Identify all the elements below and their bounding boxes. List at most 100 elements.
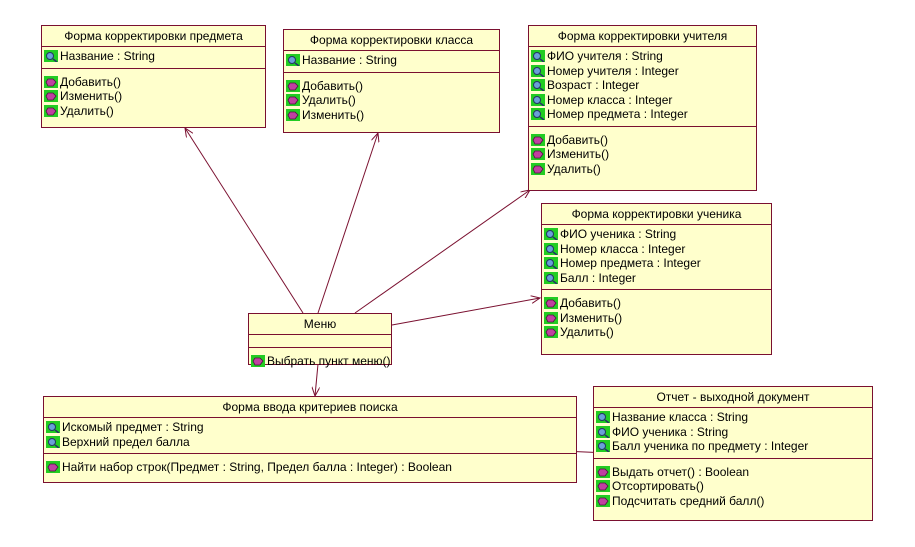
operation-row: Изменить() — [44, 89, 265, 104]
operation-row: Изменить() — [286, 108, 499, 123]
operations-compartment: Найти набор строк(Предмет : String, Пред… — [44, 454, 576, 479]
attribute-row: Номер предмета : Integer — [531, 107, 756, 122]
attribute-row: ФИО учителя : String — [531, 49, 756, 64]
attribute-label: Номер предмета : Integer — [547, 107, 688, 121]
attribute-row: Название : String — [286, 53, 499, 68]
operation-icon — [596, 494, 610, 507]
operations-compartment: Добавить()Изменить()Удалить() — [542, 290, 771, 344]
attribute-icon — [596, 411, 610, 424]
attribute-icon — [44, 50, 58, 63]
operation-icon — [531, 162, 545, 175]
attribute-label: Искомый предмет : String — [62, 420, 204, 434]
attribute-icon — [544, 257, 558, 270]
operation-label: Изменить() — [560, 310, 623, 325]
operation-label: Изменить() — [547, 147, 610, 161]
attribute-row: Название класса : String — [596, 410, 872, 425]
operation-row: Выдать отчет() : Boolean — [596, 465, 872, 480]
operation-label: Удалить() — [547, 161, 601, 176]
attribute-label: Название : String — [302, 53, 397, 67]
operation-icon — [44, 90, 58, 103]
operation-icon — [544, 311, 558, 324]
attribute-row: Номер класса : Integer — [531, 93, 756, 108]
operation-icon — [531, 133, 545, 146]
attribute-row: Номер учителя : Integer — [531, 64, 756, 79]
operation-label: Отсортировать() — [612, 479, 704, 493]
operation-row: Найти набор строк(Предмет : String, Пред… — [46, 460, 576, 475]
operation-icon — [544, 326, 558, 339]
link-menu-uchitel — [354, 190, 530, 314]
attribute-label: ФИО ученика : String — [612, 424, 729, 439]
class-title: Форма ввода критериев поиска — [44, 397, 576, 418]
operation-row: Добавить() — [531, 133, 756, 148]
operation-icon — [44, 104, 58, 117]
operations-compartment: Выбрать пункт меню() — [249, 348, 391, 373]
operation-row: Изменить() — [531, 147, 756, 162]
operation-icon — [531, 148, 545, 161]
operation-icon — [46, 461, 60, 474]
operation-label: Изменить() — [302, 107, 365, 122]
operation-row: Добавить() — [544, 296, 771, 311]
operation-icon — [44, 75, 58, 88]
attribute-label: ФИО ученика : String — [560, 227, 677, 241]
attribute-icon — [531, 108, 545, 121]
attribute-icon — [531, 93, 545, 106]
attribute-row: ФИО ученика : String — [596, 425, 872, 440]
attribute-icon — [544, 242, 558, 255]
attribute-icon — [531, 79, 545, 92]
operation-row: Подсчитать средний балл() — [596, 494, 872, 509]
attribute-icon — [596, 425, 610, 438]
operation-icon — [251, 355, 265, 368]
operation-icon — [286, 94, 300, 107]
operation-label: Удалить() — [560, 325, 614, 339]
operation-row: Удалить() — [531, 162, 756, 177]
attribute-label: Верхний предел балла — [62, 434, 190, 449]
class-title: Форма корректировки ученика — [542, 204, 771, 225]
class-title: Отчет - выходной документ — [594, 387, 872, 408]
operation-label: Найти набор строк(Предмет : String, Пред… — [62, 460, 452, 474]
operation-label: Выбрать пункт меню() — [267, 354, 391, 368]
attribute-icon — [596, 440, 610, 453]
attribute-label: Название : String — [60, 49, 155, 63]
link-menu-uchenik — [391, 298, 540, 326]
operation-row: Добавить() — [44, 75, 265, 90]
attribute-icon — [544, 228, 558, 241]
attribute-label: ФИО учителя : String — [547, 49, 663, 63]
attribute-label: Номер класса : Integer — [560, 241, 686, 256]
operation-label: Изменить() — [60, 89, 123, 103]
operation-icon — [596, 480, 610, 493]
attribute-row: Балл : Integer — [544, 271, 771, 286]
attribute-label: Балл : Integer — [560, 270, 636, 285]
attribute-row: Искомый предмет : String — [46, 420, 576, 435]
operation-icon — [596, 465, 610, 478]
attributes-compartment: Название : String — [42, 47, 265, 69]
attribute-row: ФИО ученика : String — [544, 227, 771, 242]
class-title: Форма корректировки предмета — [42, 26, 265, 47]
link-menu-klass — [317, 133, 378, 314]
attributes-compartment: Название : String — [284, 51, 499, 73]
attribute-label: Номер класса : Integer — [547, 92, 673, 107]
operations-compartment: Добавить()Удалить()Изменить() — [284, 73, 499, 127]
operation-label: Добавить() — [547, 132, 609, 147]
attribute-label: Возраст : Integer — [547, 78, 640, 92]
attribute-row: Возраст : Integer — [531, 78, 756, 93]
operation-row: Удалить() — [44, 104, 265, 119]
operation-row: Отсортировать() — [596, 479, 872, 494]
class-title: Меню — [249, 314, 391, 335]
attributes-compartment — [249, 335, 391, 348]
attribute-icon — [46, 435, 60, 448]
operation-label: Добавить() — [60, 74, 122, 89]
operation-row: Удалить() — [544, 325, 771, 340]
attribute-icon — [544, 271, 558, 284]
attribute-row: Номер предмета : Integer — [544, 256, 771, 271]
